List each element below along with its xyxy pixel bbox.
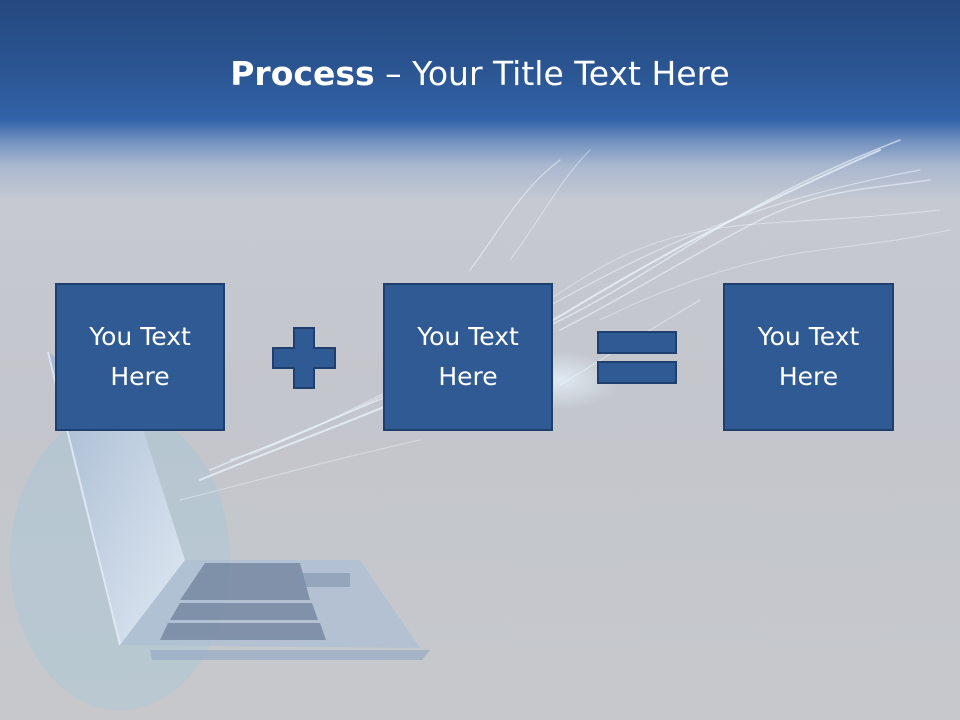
header-band — [0, 0, 960, 200]
process-step-3: You Text Here — [723, 283, 894, 431]
process-step-1-text: You Text Here — [89, 322, 191, 391]
process-step-2-text: You Text Here — [417, 322, 519, 391]
plus-icon — [272, 327, 336, 389]
equals-icon — [597, 331, 677, 384]
slide-title-rest: – Your Title Text Here — [374, 54, 730, 93]
slide-title-bold: Process — [230, 54, 375, 93]
process-step-1: You Text Here — [55, 283, 225, 431]
slide-title: Process – Your Title Text Here — [0, 52, 960, 96]
process-step-2: You Text Here — [383, 283, 553, 431]
process-step-3-text: You Text Here — [757, 322, 860, 391]
